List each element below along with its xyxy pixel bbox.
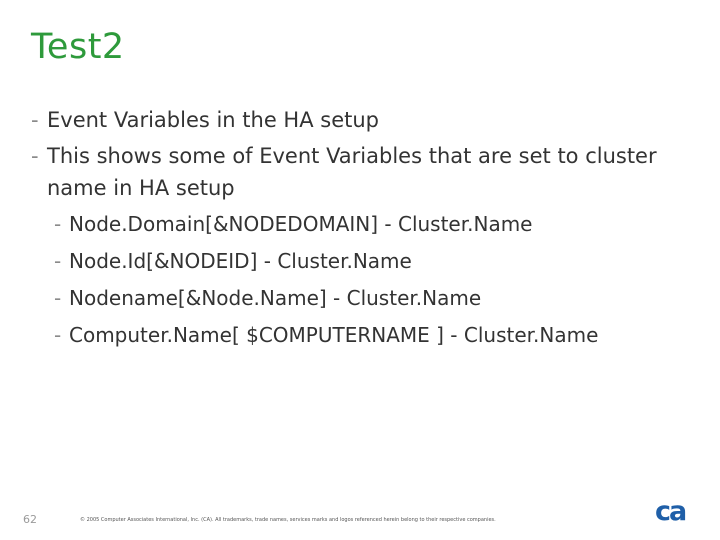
sub-bullet-item: - Nodename[&Node.Name] - Cluster.Name [31, 282, 701, 314]
bullet-text: Nodename[&Node.Name] - Cluster.Name [69, 286, 482, 310]
bullet-text: This shows some of Event Variables that … [47, 144, 657, 200]
slide-title: Test2 [31, 27, 125, 67]
bullet-text: Computer.Name[ $COMPUTERNAME ] - Cluster… [69, 323, 599, 347]
bullet-text: Node.Domain[&NODEDOMAIN] - Cluster.Name [69, 212, 533, 236]
bullet-item: - Event Variables in the HA setup [31, 104, 701, 136]
bullet-item: - This shows some of Event Variables tha… [31, 140, 701, 204]
copyright-notice: © 2005 Computer Associates International… [80, 517, 496, 523]
sub-bullet-item: - Computer.Name[ $COMPUTERNAME ] - Clust… [31, 319, 701, 351]
bullet-marker: - [31, 144, 39, 168]
bullet-marker: - [54, 286, 62, 310]
bullet-list: - Event Variables in the HA setup - This… [31, 104, 701, 356]
bullet-marker: - [31, 108, 39, 132]
bullet-marker: - [54, 212, 62, 236]
bullet-text: Event Variables in the HA setup [47, 108, 380, 132]
bullet-marker: - [54, 249, 62, 273]
bullet-marker: - [54, 323, 62, 347]
sub-bullet-item: - Node.Id[&NODEID] - Cluster.Name [31, 245, 701, 277]
page-number: 62 [23, 513, 37, 526]
ca-logo-text: ca [655, 497, 686, 525]
sub-bullet-item: - Node.Domain[&NODEDOMAIN] - Cluster.Nam… [31, 208, 701, 240]
bullet-text: Node.Id[&NODEID] - Cluster.Name [69, 249, 412, 273]
ca-logo: ca [655, 497, 688, 525]
